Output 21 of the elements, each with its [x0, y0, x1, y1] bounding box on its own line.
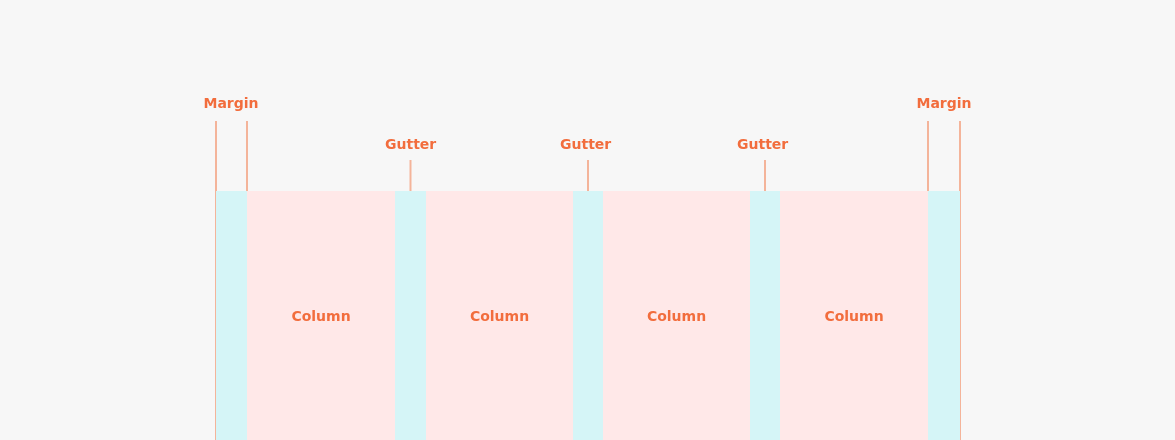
margin-bar: [216, 191, 247, 440]
gutter-bar: [395, 191, 426, 440]
column-label: Column: [646, 307, 707, 324]
gutter-label: Gutter: [385, 136, 435, 156]
leader-line: [764, 159, 766, 192]
column-label: Column: [469, 307, 530, 324]
leader-line: [587, 159, 589, 192]
column-label: Column: [291, 307, 351, 324]
margin-label: Margin: [915, 95, 973, 111]
column-box: [247, 191, 395, 440]
gutter-label: Gutter: [737, 136, 787, 156]
column-box: [780, 191, 928, 440]
margin-bar: [928, 191, 960, 440]
gutter-bar: [750, 191, 780, 440]
column-box: [603, 191, 750, 440]
margin-label: Margin: [202, 95, 260, 111]
column-label: Column: [824, 307, 884, 324]
gutter-label: Gutter: [560, 136, 610, 156]
gutter-bar: [573, 191, 603, 440]
leader-line: [409, 159, 412, 192]
column-box: [426, 191, 573, 440]
